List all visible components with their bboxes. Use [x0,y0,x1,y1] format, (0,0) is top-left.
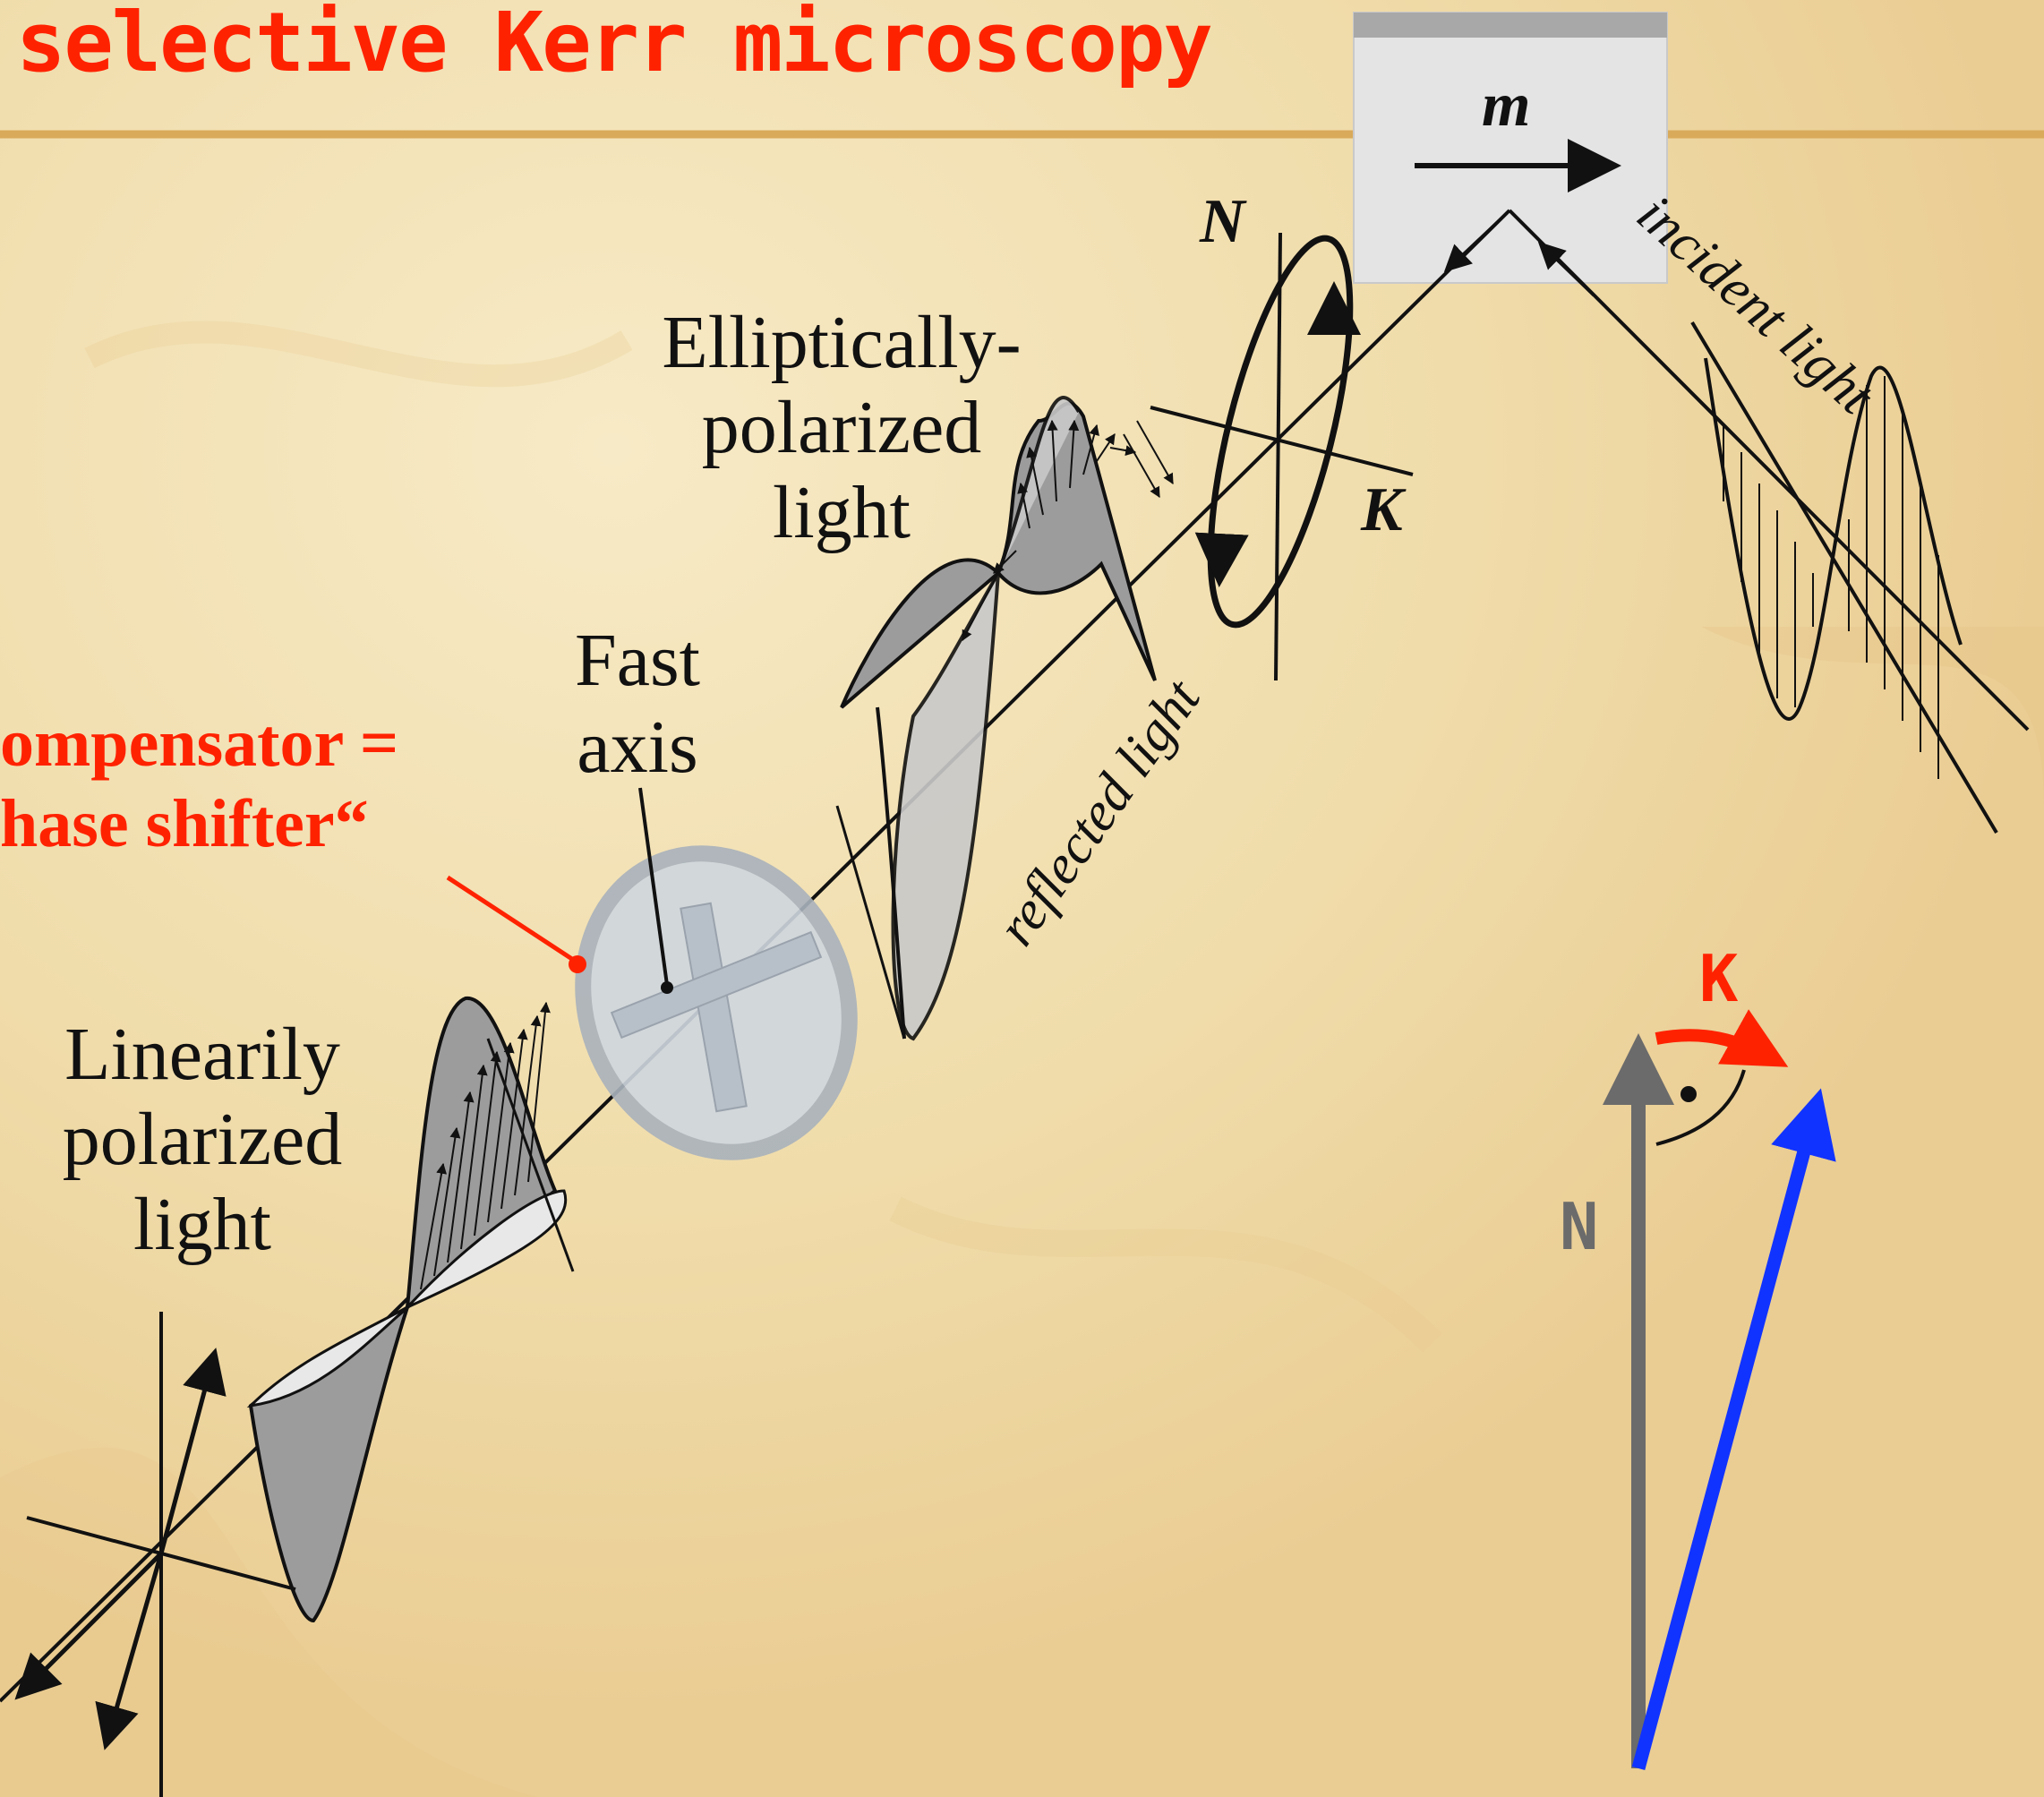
axis-N-label: N [1199,187,1247,256]
origin-axes [18,1312,295,1797]
linearly-polarized-label: Linearily polarized light [63,1013,343,1266]
magnetization-label: m [1482,71,1530,140]
right-angle-arc [1656,1070,1744,1144]
elliptically-label-line2: polarized [702,386,982,469]
linearly-label-line1: Linearily [64,1013,340,1096]
incident-light-label: incident light [1626,184,1886,427]
compensator-pointer [448,877,577,963]
polarization-ellipse [1150,227,1413,680]
reflected-light-label: reflected light [986,668,1213,956]
magnetic-sample: m [1354,13,1667,283]
vector-diagram: N K [1560,941,1817,1768]
linearly-label-line3: light [133,1183,271,1266]
compensator-line1: ompensator = [0,706,398,781]
elliptically-label-line3: light [773,471,911,554]
fast-axis-line2: axis [577,706,697,789]
fast-axis-line1: Fast [575,619,700,702]
elliptically-label-line1: Elliptically- [662,301,1021,384]
fast-axis-label: Fast axis [575,619,700,789]
result-vector [1638,1101,1817,1768]
compensator-label: ompensator = hase shifter“ [0,706,398,861]
linearly-label-line2: polarized [63,1098,343,1181]
axis-K-label: K [1360,475,1407,544]
right-angle-dot [1681,1086,1697,1102]
vector-K-label: K [1699,941,1739,1016]
compensator-line2: hase shifter“ [0,786,369,861]
vector-N-label: N [1560,1189,1598,1264]
K-vector [1656,1035,1777,1061]
elliptically-polarized-label: Elliptically- polarized light [662,301,1021,554]
